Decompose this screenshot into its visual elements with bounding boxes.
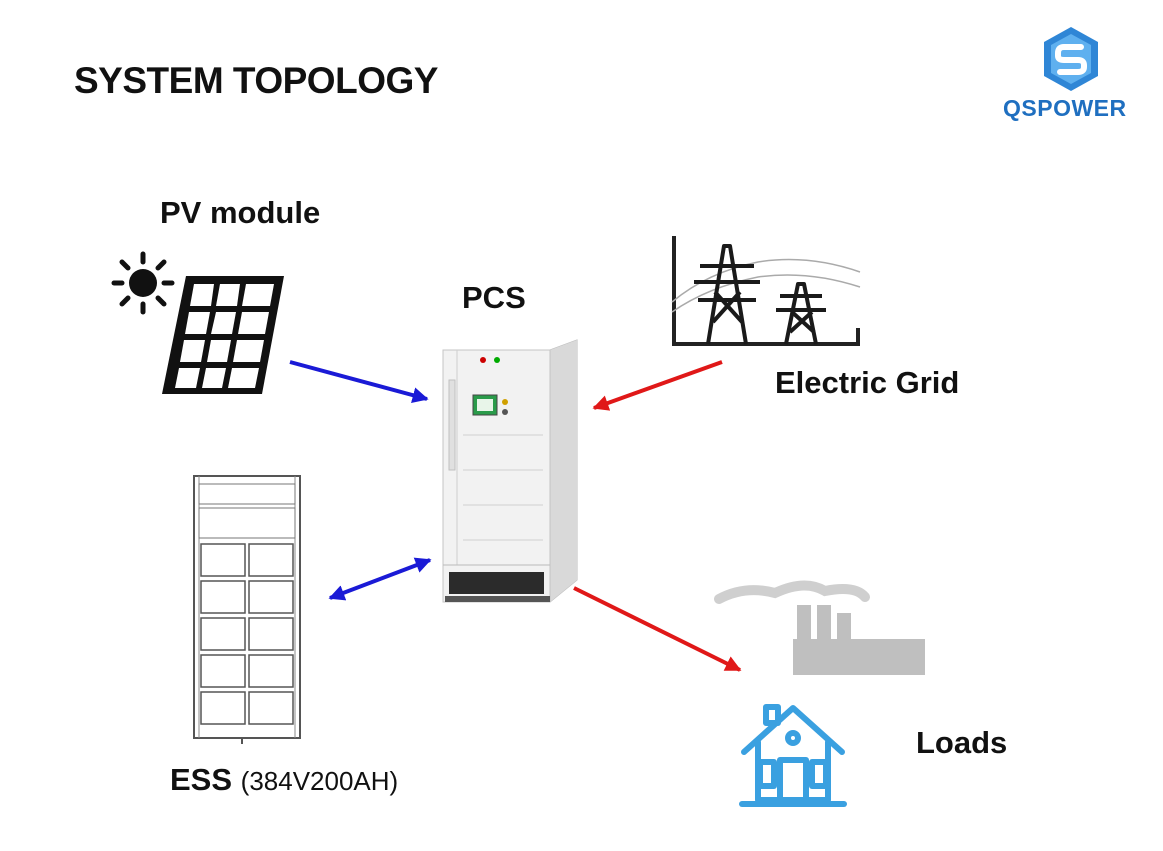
grid-to-pcs-arrow — [592, 360, 723, 411]
house-icon — [739, 704, 847, 807]
power-pylon-icon — [671, 236, 861, 346]
logo-text: QSPOWER — [1003, 95, 1127, 121]
loads-label: Loads — [916, 725, 1008, 760]
qspower-logo-icon — [1044, 27, 1098, 91]
ess-label-sub: (384V200AH) — [240, 766, 399, 796]
pcs-to-loads-arrow — [573, 586, 742, 672]
pv-module-label: PV module — [160, 195, 321, 230]
solar-panel-icon — [162, 276, 284, 394]
ess-battery-icon — [193, 475, 301, 744]
pcs-label: PCS — [462, 280, 526, 315]
ess-pcs-bidirectional-arrow — [328, 557, 432, 601]
factory-icon — [714, 580, 925, 675]
page-title: SYSTEM TOPOLOGY — [74, 60, 438, 101]
sun-icon — [111, 251, 175, 315]
pv-to-pcs-arrow — [289, 360, 429, 403]
ess-label-main: ESS — [170, 762, 233, 797]
electric-grid-label: Electric Grid — [775, 365, 960, 400]
ess-label: ESS (384V200AH) — [170, 762, 398, 798]
pcs-cabinet-icon — [442, 339, 578, 603]
